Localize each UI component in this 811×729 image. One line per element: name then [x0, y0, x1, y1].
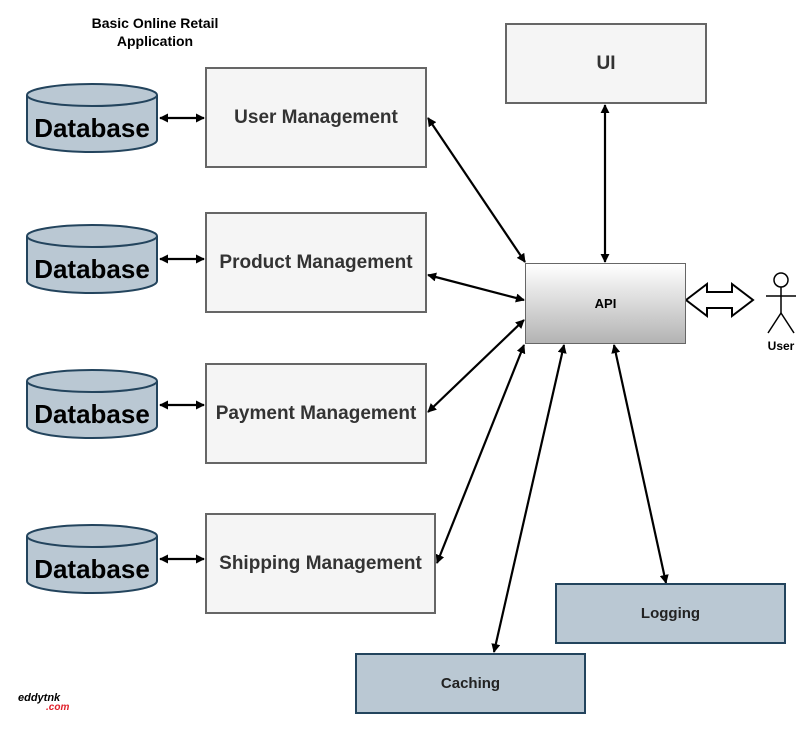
diagram-title: Basic Online Retail Application	[91, 15, 219, 49]
database-payment[interactable]: Database	[25, 368, 159, 440]
user-label: User	[767, 339, 795, 353]
payment-management-box[interactable]: Payment Management	[205, 363, 427, 464]
user-api-connector	[427, 117, 526, 263]
database-label: Database	[34, 113, 150, 143]
api-user-double-arrow	[684, 281, 755, 319]
caching-api-connector	[491, 344, 567, 653]
logging-api-connector	[611, 344, 669, 584]
payment-api-connector	[427, 319, 525, 413]
database-label: Database	[34, 554, 150, 584]
user-icon	[766, 272, 796, 334]
database-product[interactable]: Database	[25, 223, 159, 295]
logging-box[interactable]: Logging	[555, 583, 786, 644]
database-label: Database	[34, 254, 150, 284]
api-box[interactable]: API	[525, 263, 686, 344]
database-cylinder-icon	[26, 369, 158, 439]
user-management-box[interactable]: User Management	[205, 67, 427, 168]
watermark-logo-suffix: .com	[46, 702, 70, 713]
database-label: Database	[34, 399, 150, 429]
database-cylinder-icon	[26, 224, 158, 294]
database-cylinder-icon	[26, 83, 158, 153]
product-api-connector	[427, 272, 525, 303]
shipping-management-box[interactable]: Shipping Management	[205, 513, 436, 614]
watermark-logo: eddytnk	[18, 692, 61, 704]
product-management-box[interactable]: Product Management	[205, 212, 427, 313]
ui-box[interactable]: UI	[505, 23, 707, 104]
shipping-api-connector	[435, 344, 526, 564]
database-cylinder-icon	[26, 524, 158, 594]
database-user[interactable]: Database	[25, 82, 159, 154]
caching-box[interactable]: Caching	[355, 653, 586, 714]
database-shipping[interactable]: Database	[25, 523, 159, 595]
